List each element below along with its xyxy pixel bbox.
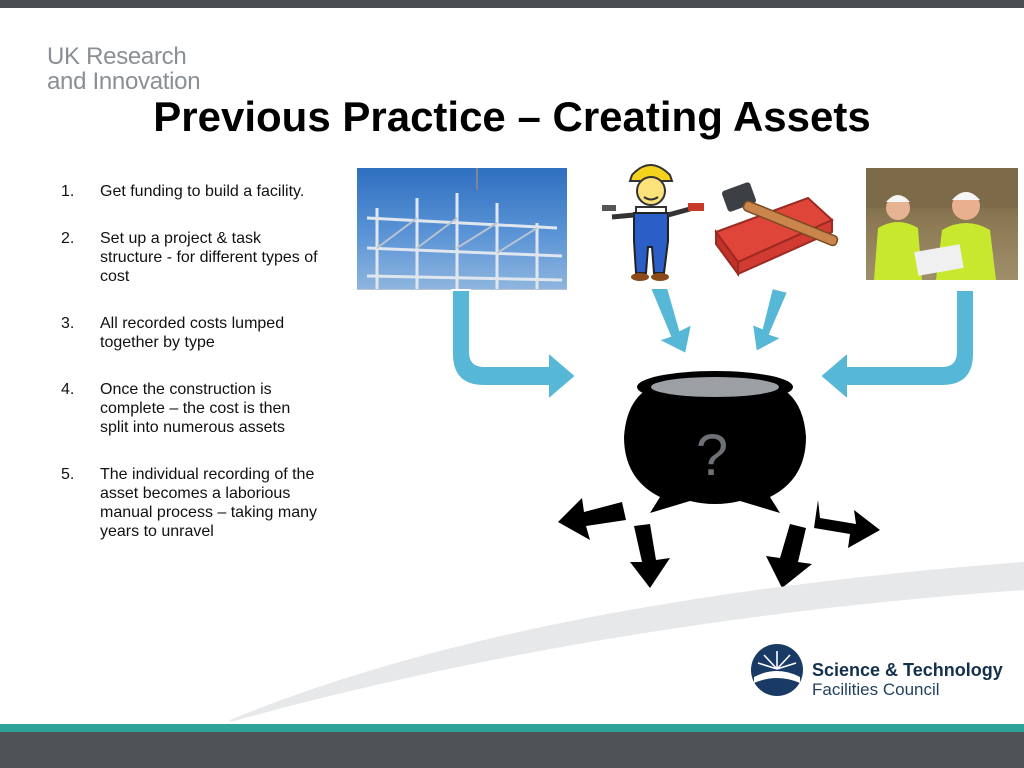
steel-frame-graphic (357, 168, 567, 290)
step-number: 3. (61, 315, 75, 332)
step-item: 2. Set up a project & task structure - fo… (58, 229, 318, 286)
brick-hammer-clipart (714, 182, 839, 278)
step-number: 5. (61, 466, 75, 483)
steel-frame-photo (357, 168, 567, 290)
step-text: The individual recording of the asset be… (100, 466, 317, 540)
stfc-logo-line2: Facilities Council (812, 680, 940, 699)
stfc-logo: Science & Technology Facilities Council (812, 660, 1003, 700)
step-item: 5. The individual recording of the asset … (58, 465, 318, 541)
step-number: 1. (61, 183, 75, 200)
step-item: 4. Once the construction is complete – th… (58, 380, 318, 437)
step-number: 2. (61, 230, 75, 247)
decorative-swoosh (230, 562, 1024, 722)
stfc-emblem-icon (751, 644, 803, 696)
ukri-logo-line2: and Innovation (47, 68, 201, 95)
cost-pot: ? (624, 371, 806, 513)
step-text: Get funding to build a facility. (100, 183, 305, 200)
steps-list: 1. Get funding to build a facility. 2. Set… (58, 182, 318, 569)
ukri-logo-line1: UK Research (47, 43, 187, 70)
input-arrows (451, 286, 975, 403)
step-text: All recorded costs lumped together by ty… (100, 315, 285, 351)
step-number: 4. (61, 381, 75, 398)
step-item: 3. All recorded costs lumped together by … (58, 314, 318, 352)
footer-bar (0, 732, 1024, 768)
step-text: Once the construction is complete – the … (100, 381, 291, 436)
step-text: Set up a project & task structure - for … (100, 230, 318, 285)
step-item: 1. Get funding to build a facility. (58, 182, 318, 201)
slide-title: Previous Practice – Creating Assets (153, 93, 871, 140)
footer-teal-band (0, 724, 1024, 732)
stfc-logo-line1: Science & Technology (812, 660, 1003, 680)
pot-question-mark: ? (696, 423, 728, 488)
output-arrows (558, 498, 880, 588)
site-inspectors-photo (866, 168, 1018, 280)
ukri-logo: UK Research and Innovation (47, 43, 201, 95)
top-bar (0, 0, 1024, 8)
builder-clipart (602, 164, 704, 281)
inspectors-graphic (866, 168, 1018, 280)
